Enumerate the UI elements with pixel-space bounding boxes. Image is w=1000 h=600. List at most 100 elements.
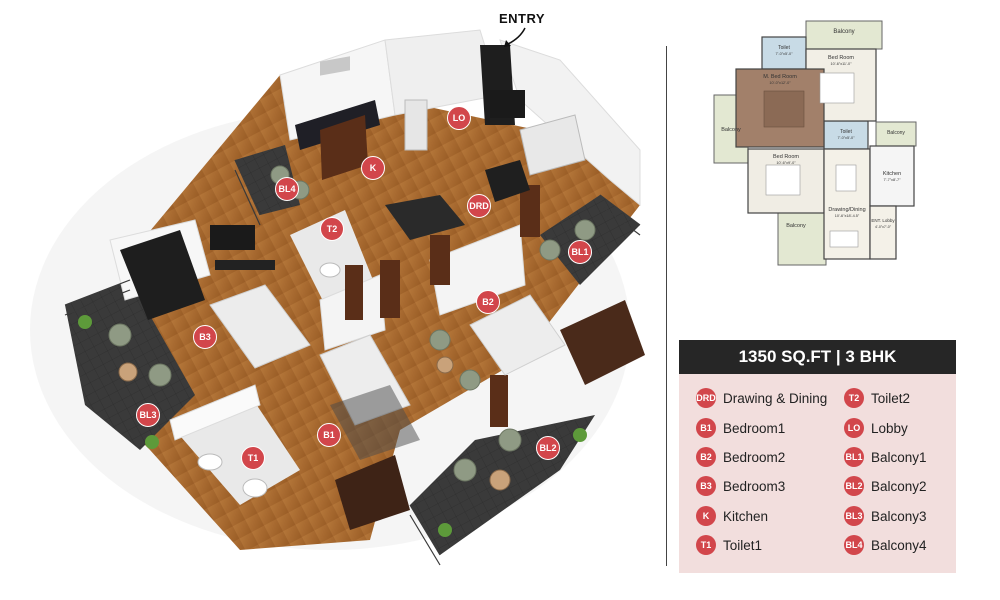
marker-drawing-dining: DRD: [467, 194, 491, 218]
plan-label-toilet-mid: Toilet: [840, 129, 852, 135]
legend-label: Balcony1: [871, 449, 927, 465]
legend-badge: BL4: [844, 535, 864, 555]
plan-label-balcony-top: Balcony: [833, 29, 854, 35]
bed-b3: [209, 284, 311, 369]
plan-toilet-mid: [823, 120, 869, 150]
marker-kitchen: K: [361, 156, 385, 180]
marker-bedroom2: B2: [476, 290, 500, 314]
legend-item-bedroom2: B2 Bedroom2: [696, 447, 785, 467]
plan-dim-bedroom-top: 10'-6"x11'-0": [831, 62, 853, 66]
refrigerator: [404, 99, 428, 151]
isometric-floor-plan: [30, 27, 645, 566]
wc-t1: [242, 478, 268, 498]
marker-toilet2: T2: [320, 217, 344, 241]
legend-item-toilet2: T2 Toilet2: [844, 388, 910, 408]
legend-label: Lobby: [871, 420, 908, 436]
legend-item-bedroom3: B3 Bedroom3: [696, 476, 785, 496]
legend-badge: BL3: [844, 506, 864, 526]
plan-bed: [763, 90, 805, 128]
plants: [78, 315, 587, 537]
divider-line: [666, 46, 667, 566]
plan-balcony-right: [875, 121, 917, 147]
marker-bedroom1: B1: [317, 423, 341, 447]
legend-label: Bedroom3: [723, 478, 786, 494]
coffee-table: [485, 160, 530, 202]
legend-label: Balcony4: [871, 537, 927, 553]
tv-lobby: [490, 90, 525, 118]
door: [380, 260, 400, 318]
legend-item-kitchen: K Kitchen: [696, 506, 768, 526]
entry-arrow-icon: [507, 27, 526, 45]
plan-label-balcony-right: Balcony: [887, 130, 905, 136]
legend-label: Bedroom2: [723, 449, 786, 465]
legend-item-balcony4: BL4 Balcony4: [844, 535, 927, 555]
kitchen-cabinet: [320, 115, 368, 180]
legend-item-balcony2: BL2 Balcony2: [844, 476, 927, 496]
bed-b2: [469, 294, 566, 376]
legend-label: Balcony3: [871, 508, 927, 524]
rug-b1: [330, 385, 420, 460]
legend-badge: B2: [696, 447, 716, 467]
floor-plan-2d: Balcony Toilet 7'-0"x5'-0" Bed Room 10'-…: [713, 20, 917, 266]
bedroom2-wall: [429, 224, 526, 316]
plan-label-master-bedroom: M. Bed Room: [763, 74, 797, 80]
legend-badge: B3: [696, 476, 716, 496]
legend-item-balcony1: BL1 Balcony1: [844, 447, 927, 467]
wardrobe-b3: [120, 230, 205, 320]
plan-label-balcony-left: Balcony: [721, 127, 741, 133]
tv-unit-b3: [215, 260, 275, 270]
washbasin-t1: [197, 453, 223, 471]
legend-badge: LO: [844, 418, 864, 438]
balcony-tables: [118, 356, 511, 491]
legend-label: Drawing & Dining: [723, 390, 828, 406]
plan-dim-ent-lobby: 4'-0"x7'-0": [875, 225, 892, 229]
sofa: [519, 114, 586, 176]
plan-label-drawing-dining: Drawing/Dining: [828, 207, 865, 213]
dining-table: [385, 195, 465, 240]
legend-item-drawing-dining: DRD Drawing & Dining: [696, 388, 827, 408]
plan-dining-table: [835, 164, 857, 192]
plan-dim-toilet-top: 7'-0"x5'-0": [775, 52, 793, 56]
entry-arrow-head-icon: [504, 40, 511, 47]
plan-label-ent-lobby: ENT. Lobby: [871, 218, 895, 223]
legend-label: Toilet1: [723, 537, 763, 553]
plan-bed: [819, 72, 855, 104]
legend-badge: BL2: [844, 476, 864, 496]
legend-label: Kitchen: [723, 508, 769, 524]
plan-bed: [765, 164, 801, 196]
plan-label-bedroom-top: Bed Room: [828, 55, 854, 61]
plan-dim-bedroom-bottom: 10'-6"x9'-0": [776, 161, 796, 165]
door: [490, 375, 508, 427]
legend-badge: B1: [696, 418, 716, 438]
legend-item-lobby: LO Lobby: [844, 418, 908, 438]
wardrobe-b2: [560, 300, 645, 385]
plan-sofa: [829, 230, 859, 248]
wardrobe-b1: [335, 455, 410, 530]
legend-badge: T1: [696, 535, 716, 555]
stove: [320, 56, 350, 76]
door: [520, 185, 540, 237]
plan-dim-kitchen: 7'-7"x8'-7": [883, 178, 901, 182]
tv-b3: [210, 225, 255, 250]
marker-bedroom3: B3: [193, 325, 217, 349]
legend-badge: DRD: [696, 388, 716, 408]
plan-dim-toilet-mid: 7'-0"x5'-0": [837, 136, 855, 140]
plan-ent-lobby: [869, 205, 897, 260]
legend-item-toilet1: T1 Toilet1: [696, 535, 762, 555]
marker-balcony4: BL4: [275, 177, 299, 201]
marker-balcony3: BL3: [136, 403, 160, 427]
door: [345, 265, 363, 320]
plan-label-toilet-top: Toilet: [778, 45, 790, 51]
marker-balcony1: BL1: [568, 240, 592, 264]
balcony1-floor: [540, 195, 640, 285]
railings: [64, 159, 641, 566]
wc-t2: [319, 262, 341, 278]
plan-dim-drawing-dining: 10'-6"x18'-4.5": [835, 214, 860, 218]
plan-balcony-top: [805, 20, 883, 50]
legend-badge: K: [696, 506, 716, 526]
plan-dim-master-bedroom: 10'-0"x12'-0": [769, 81, 791, 85]
door: [430, 235, 450, 285]
legend-label: Bedroom1: [723, 420, 786, 436]
entry-label: ENTRY: [499, 11, 546, 26]
legend-label: Toilet2: [871, 390, 911, 406]
